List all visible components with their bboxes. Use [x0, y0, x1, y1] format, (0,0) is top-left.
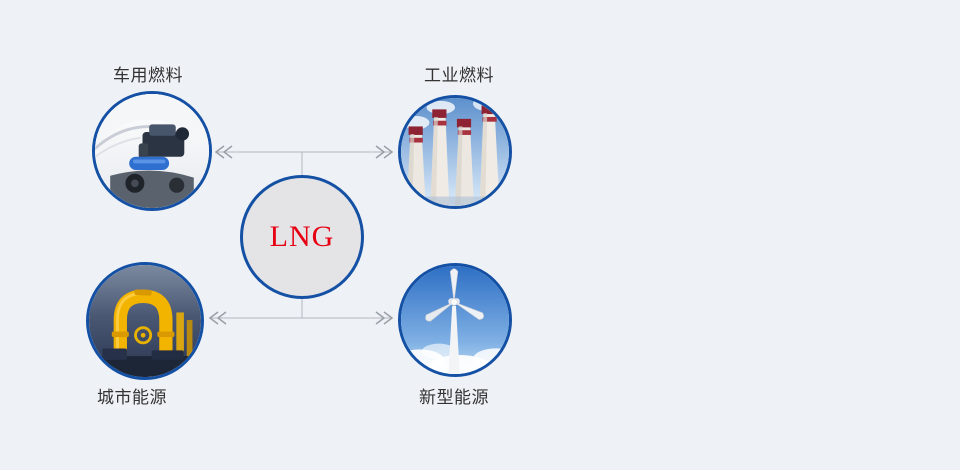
car-engine-photo	[95, 94, 209, 208]
lng-label: LNG	[269, 220, 335, 253]
industrial-fuel-node	[398, 95, 512, 209]
new-energy-node	[398, 263, 512, 377]
label-industrial-fuel: 工业燃料	[424, 66, 494, 85]
power-plant-chimneys-photo	[401, 98, 509, 206]
label-vehicle-fuel: 车用燃料	[113, 66, 183, 85]
yellow-gas-pipeline-photo	[89, 265, 201, 377]
city-energy-node	[86, 262, 204, 380]
label-city-energy: 城市能源	[97, 388, 167, 407]
lng-center-node: LNG	[240, 175, 364, 299]
label-new-energy: 新型能源	[419, 388, 489, 407]
wind-turbine-photo	[401, 266, 509, 374]
vehicle-fuel-node	[92, 91, 212, 211]
